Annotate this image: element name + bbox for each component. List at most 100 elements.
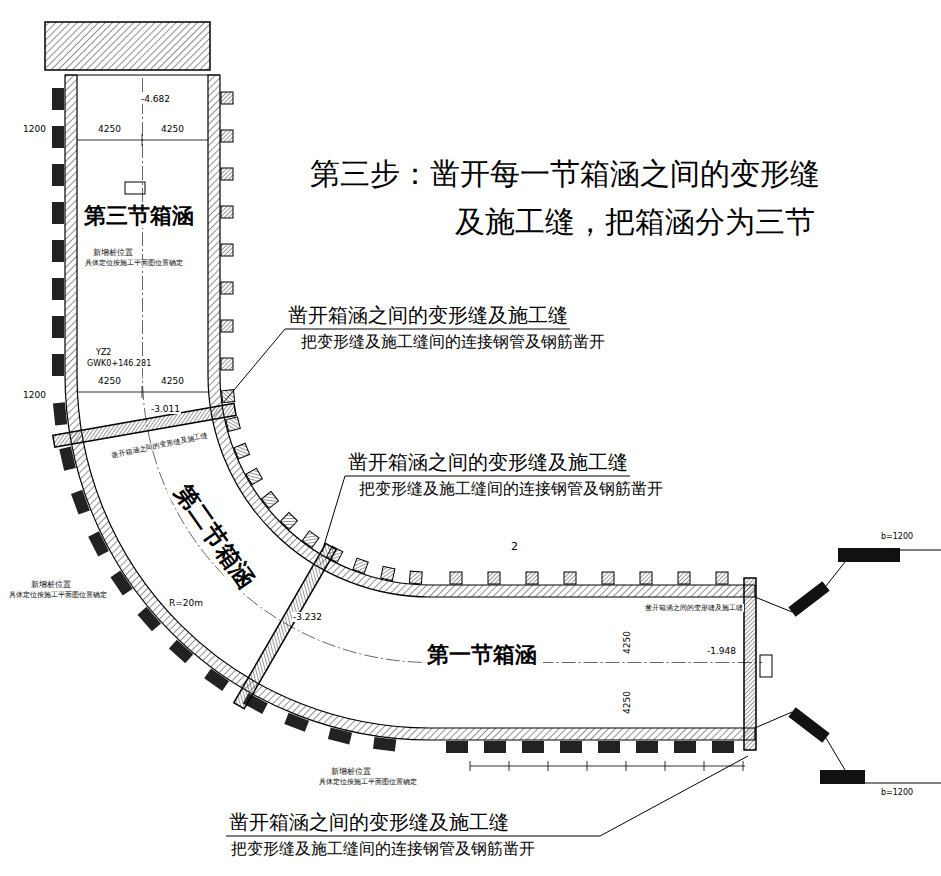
existing-line [755, 712, 792, 728]
existing-wall [838, 548, 900, 562]
dimension-tick [665, 761, 666, 771]
pile [353, 558, 368, 573]
pile [409, 571, 422, 584]
dimension-tick [587, 761, 588, 771]
pile [381, 566, 395, 580]
existing-wing [792, 712, 826, 738]
dimension-text: YZ2 [95, 348, 112, 357]
pile [59, 447, 76, 471]
pile [488, 572, 500, 584]
pile [52, 354, 64, 376]
pile [221, 206, 233, 218]
dimension-text: 4250 [622, 630, 632, 655]
pile [674, 741, 696, 753]
section-name: 第一节箱涵 [427, 642, 541, 667]
callout-note: 把变形缝及施工缝间的连接钢管及钢筋凿开 [358, 480, 664, 498]
pile [446, 741, 468, 753]
pile [221, 168, 233, 180]
pile [598, 741, 620, 753]
dimension-text: 4250 [97, 376, 122, 386]
dimension-line [77, 140, 208, 141]
pile [169, 640, 193, 664]
leader-line [226, 756, 748, 836]
callout-text: 凿开箱涵之间的变形缝及施工缝 [228, 811, 510, 834]
pile [560, 741, 582, 753]
pile [226, 417, 241, 432]
pile [221, 282, 233, 294]
pile [678, 572, 690, 584]
pile [221, 358, 233, 370]
dimension-text: 4250 [160, 124, 185, 134]
pile [221, 320, 233, 332]
pile [138, 607, 161, 631]
callout-text: 凿开箱涵之间的变形缝及施工缝 [287, 304, 569, 327]
culvert-section: 第三节箱涵 [82, 203, 200, 228]
dimension-text: 新增桩位置 [330, 767, 372, 776]
pile [52, 240, 64, 262]
marker-box [760, 655, 772, 677]
existing-line [865, 782, 941, 783]
pile [302, 531, 319, 548]
dimension-tick [743, 761, 744, 771]
pile [221, 92, 233, 104]
marker-box [125, 182, 145, 194]
pile [52, 202, 64, 224]
dimension-tick [142, 134, 143, 146]
dimension-text: -3.232 [292, 612, 323, 622]
dimension-text: 4250 [160, 376, 185, 386]
pile [522, 741, 544, 753]
dimension-text: 具体定位按施工平面图位置确定 [8, 591, 108, 599]
top-slab [45, 22, 210, 70]
dimension-text: 具体定位按施工平面图位置确定 [84, 259, 184, 267]
pile [204, 669, 229, 691]
dimension-text: 新增桩位置 [30, 580, 72, 589]
existing-line [826, 562, 845, 586]
pile [373, 737, 396, 752]
callout-note: 把变形缝及施工缝间的连接钢管及钢筋凿开 [230, 840, 536, 858]
joint-band [53, 403, 236, 447]
dimension-text: -1.948 [706, 646, 737, 656]
dimension-tick [509, 761, 510, 771]
existing-line [755, 597, 792, 612]
pile [640, 572, 652, 584]
pile [71, 490, 90, 515]
existing-wing [792, 586, 826, 612]
pile [281, 513, 298, 530]
pile [52, 278, 64, 300]
dimension-tick [704, 761, 705, 771]
dimension-tick [626, 761, 627, 771]
dimension-text: 1200 [22, 124, 47, 134]
callout-text: 凿开箱涵之间的变形缝及施工缝 [347, 451, 629, 474]
inner-wall [208, 75, 755, 597]
pile [636, 741, 658, 753]
pile [221, 130, 233, 142]
pile [52, 164, 64, 186]
pile [450, 572, 462, 584]
culvert-section: 第一节箱涵 [425, 642, 543, 667]
pile [328, 727, 352, 744]
callout-underline [345, 476, 630, 477]
pile [52, 126, 64, 148]
end-line [65, 75, 220, 76]
pile [262, 492, 279, 509]
pile [221, 244, 233, 256]
existing-line [826, 738, 845, 770]
dimension-text: 1200 [22, 390, 47, 400]
dimension-tick [142, 386, 143, 398]
dimension-text: -4.682 [140, 94, 171, 104]
pile [222, 390, 235, 403]
dimension-text: 4250 [622, 690, 632, 715]
dimension-text: -3.011 [150, 404, 181, 414]
pile [234, 443, 250, 459]
pile [284, 713, 309, 732]
dimension-text: 具体定位按施工平面图位置确定 [318, 778, 418, 786]
pile [53, 402, 67, 425]
existing-wall [820, 770, 865, 784]
dimension-text: 2 [510, 541, 519, 554]
dimension-tick [548, 761, 549, 771]
existing-line [900, 549, 941, 550]
leader-line [322, 476, 345, 552]
dimension-text: R=20m [168, 598, 204, 608]
pile [246, 468, 262, 484]
